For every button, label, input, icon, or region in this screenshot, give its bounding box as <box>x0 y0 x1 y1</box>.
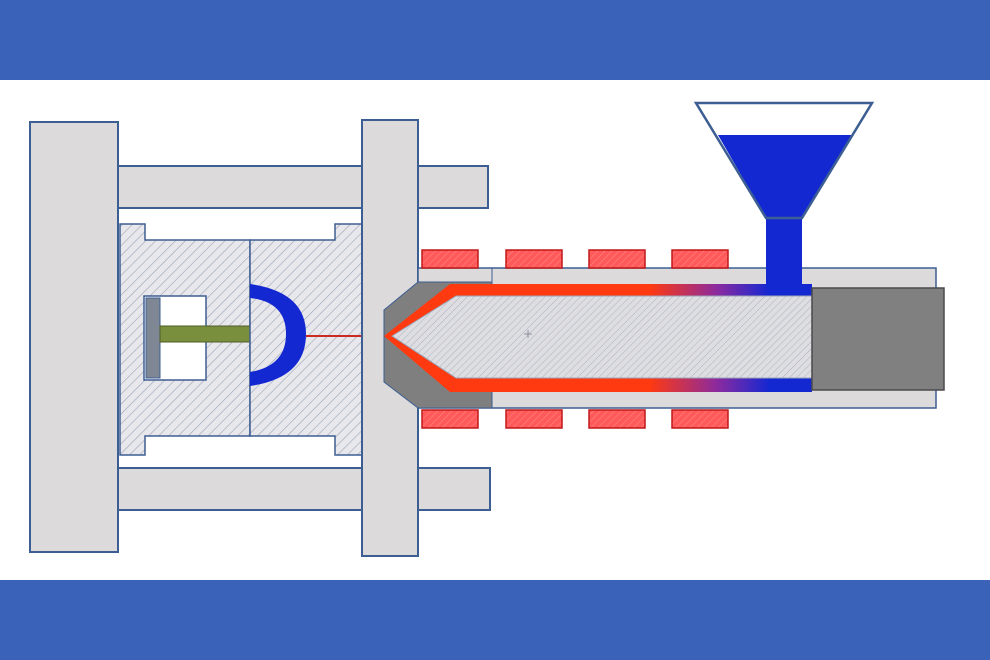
mold-half-right <box>249 223 363 456</box>
bottom-band <box>0 580 990 660</box>
heater-band <box>505 249 563 269</box>
heater-band <box>588 409 646 429</box>
screw-drive <box>811 287 945 391</box>
hopper-outline <box>693 101 875 220</box>
heater-band <box>671 249 729 269</box>
ejector-plate <box>145 297 161 379</box>
heater-band <box>588 249 646 269</box>
mold-cavity <box>250 284 306 386</box>
heater-band <box>671 409 729 429</box>
heater-band <box>421 249 479 269</box>
tie-bar-bottom <box>117 467 491 511</box>
hopper <box>693 101 875 288</box>
heater-band <box>421 409 479 429</box>
heater-band <box>505 409 563 429</box>
moving-platen <box>29 121 119 553</box>
top-band <box>0 0 990 80</box>
tie-bar-top <box>117 165 489 209</box>
heater-bands <box>421 249 729 429</box>
screw-axis-mark: + <box>523 327 533 341</box>
hopper-material <box>718 135 852 288</box>
screw <box>391 295 813 379</box>
